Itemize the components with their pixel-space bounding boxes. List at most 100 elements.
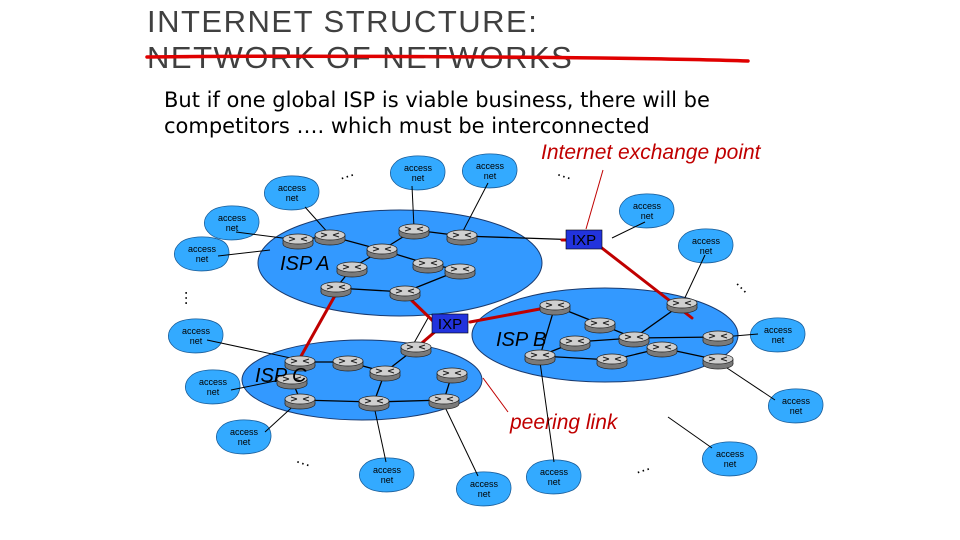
- router-icon-18: [596, 353, 628, 370]
- router-icon-27: [358, 395, 390, 412]
- ellipsis-left: …: [174, 290, 191, 306]
- title-line-1: INTERNET STRUCTURE:: [147, 4, 539, 39]
- access-net-16-line2: net: [724, 459, 737, 469]
- access-net-10-line2: net: [190, 336, 203, 346]
- access-net-13-line1: access: [373, 465, 402, 475]
- access-net-6-line1: access: [633, 201, 662, 211]
- access-net-6-line2: net: [641, 211, 654, 221]
- access-net-15-line2: net: [548, 477, 561, 487]
- access-net-13-line2: net: [381, 475, 394, 485]
- access-net-1-line2: net: [286, 193, 299, 203]
- router-icon-12: [584, 317, 616, 334]
- ixp-callout-line: [585, 169, 604, 230]
- access-net-15-line1: access: [540, 467, 569, 477]
- access-net-2-line2: net: [226, 223, 239, 233]
- subtitle-line-2: competitors …. which must be interconnec…: [164, 114, 650, 138]
- router-icon-29: [436, 367, 468, 384]
- router-icon-23: [369, 365, 401, 382]
- access-net-14-line1: access: [470, 479, 499, 489]
- access-nets: accessnetaccessnetaccessnetaccessnetacce…: [167, 153, 824, 507]
- router-icon-20: [702, 353, 734, 370]
- access-net-7-line2: net: [700, 246, 713, 256]
- access-net-3-line2: net: [196, 254, 209, 264]
- router-icon-5: [446, 229, 478, 246]
- access-net-2-line1: access: [218, 213, 247, 223]
- slide-subtitle: But if one global ISP is viable business…: [164, 87, 710, 139]
- router-icon-17: [559, 335, 591, 352]
- ixp-center: IXP: [431, 313, 469, 334]
- ellipsis-right: …: [732, 274, 755, 297]
- access-net-11-line2: net: [207, 387, 220, 397]
- access-net-4-line2: net: [412, 173, 425, 183]
- router-icon-14: [666, 297, 698, 314]
- access-net-8-line1: access: [764, 325, 793, 335]
- router-icon-2: [282, 233, 314, 250]
- router-icon-6: [336, 261, 368, 278]
- isp-b-label: ISP B: [496, 329, 546, 351]
- router-icon-11: [539, 299, 571, 316]
- ixp-center-label: IXP: [438, 316, 462, 333]
- ixp-callout-label: Internet exchange point: [541, 141, 761, 164]
- router-icon-4: [398, 223, 430, 240]
- subtitle-line-1: But if one global ISP is viable business…: [164, 88, 710, 112]
- access-net-7-line1: access: [692, 236, 721, 246]
- router-icon-24: [400, 341, 432, 358]
- peering-link-label: peering link: [510, 411, 618, 434]
- access-net-9-line2: net: [790, 406, 803, 416]
- ixp-top: IXP: [565, 229, 603, 250]
- router-icon-7: [412, 257, 444, 274]
- router-icon-26: [284, 393, 316, 410]
- router-icon-19: [646, 341, 678, 358]
- isp-a-label: ISP A: [280, 253, 330, 275]
- isp-c-label: ISP C: [255, 365, 307, 387]
- access-net-5-line2: net: [484, 171, 497, 181]
- ellipsis-bottom-left: …: [294, 450, 314, 471]
- ellipsis-bottom-right: …: [632, 457, 652, 478]
- access-net-12-line1: access: [230, 427, 259, 437]
- router-icon-9: [320, 281, 352, 298]
- access-net-5-line1: access: [476, 161, 505, 171]
- router-icon-8: [444, 263, 476, 280]
- router-icon-13: [618, 331, 650, 348]
- router-icon-3: [366, 243, 398, 260]
- access-net-9-line1: access: [782, 396, 811, 406]
- access-net-14-line2: net: [478, 489, 491, 499]
- peering-link-isp-a-isp-c: [298, 290, 339, 360]
- access-net-11-line1: access: [199, 377, 228, 387]
- access-net-10-line1: access: [182, 326, 211, 336]
- router-icon-1: [314, 229, 346, 246]
- access-net-8-line2: net: [772, 335, 785, 345]
- title-underline: [145, 54, 750, 63]
- access-net-1-line1: access: [278, 183, 307, 193]
- ellipsis-top-left: …: [336, 163, 356, 184]
- router-icon-22: [332, 355, 364, 372]
- access-net-12-line2: net: [238, 437, 251, 447]
- access-net-16-line1: access: [716, 449, 745, 459]
- router-icon-16: [524, 349, 556, 366]
- router-icon-10: [389, 285, 421, 302]
- peering-callout-line: [482, 377, 509, 413]
- ellipsis-top-right: …: [555, 163, 575, 184]
- router-icon-15: [702, 330, 734, 347]
- access-net-4-line1: access: [404, 163, 433, 173]
- ixp-top-label: IXP: [572, 232, 596, 249]
- access-net-3-line1: access: [188, 244, 217, 254]
